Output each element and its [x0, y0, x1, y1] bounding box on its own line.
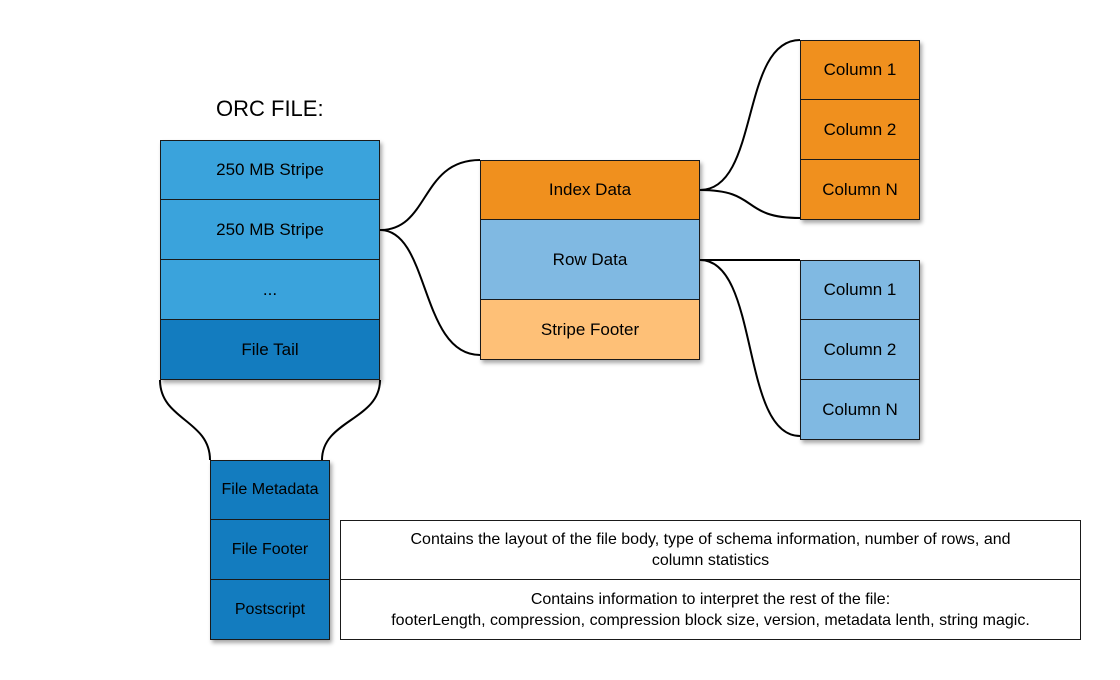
stripe-footer-block: Stripe Footer [480, 300, 700, 360]
stripe-detail-stack: Index Data Row Data Stripe Footer [480, 160, 700, 360]
connector-tail-right [321, 379, 381, 461]
file-footer-block: File Footer [210, 520, 330, 580]
file-metadata-block: File Metadata [210, 460, 330, 520]
stripe-block: 250 MB Stripe [160, 140, 380, 200]
index-columns-stack: Column 1 Column 2 Column N [800, 40, 920, 220]
connector-tail-left [159, 379, 211, 461]
index-column-block: Column 1 [800, 40, 920, 100]
index-column-block: Column 2 [800, 100, 920, 160]
stripe-block: 250 MB Stripe [160, 200, 380, 260]
connector-stripe-bottom [379, 229, 481, 356]
file-tail-stack: File Metadata File Footer Postscript [210, 460, 330, 640]
row-columns-stack: Column 1 Column 2 Column N [800, 260, 920, 440]
file-footer-description-text: Contains the layout of the file body, ty… [410, 531, 1011, 569]
ellipsis-block: ... [160, 260, 380, 320]
connector-row-bottom [699, 259, 801, 437]
postscript-description: Contains information to interpret the re… [340, 580, 1081, 640]
file-footer-description: Contains the layout of the file body, ty… [340, 520, 1081, 580]
row-data-block: Row Data [480, 220, 700, 300]
row-column-block: Column 1 [800, 260, 920, 320]
row-column-block: Column 2 [800, 320, 920, 380]
row-column-block: Column N [800, 380, 920, 440]
diagram-title: ORC FILE: [216, 96, 324, 121]
file-tail-block: File Tail [160, 320, 380, 380]
connector-stripe-top [379, 159, 481, 231]
postscript-description-text: Contains information to interpret the re… [391, 590, 1030, 629]
orc-file-stack: 250 MB Stripe 250 MB Stripe ... File Tai… [160, 140, 380, 380]
connector-index-bottom [699, 189, 801, 219]
index-data-block: Index Data [480, 160, 700, 220]
connector-index-top [699, 39, 801, 191]
postscript-block: Postscript [210, 580, 330, 640]
descriptions-stack: Contains the layout of the file body, ty… [340, 520, 1081, 640]
index-column-block: Column N [800, 160, 920, 220]
